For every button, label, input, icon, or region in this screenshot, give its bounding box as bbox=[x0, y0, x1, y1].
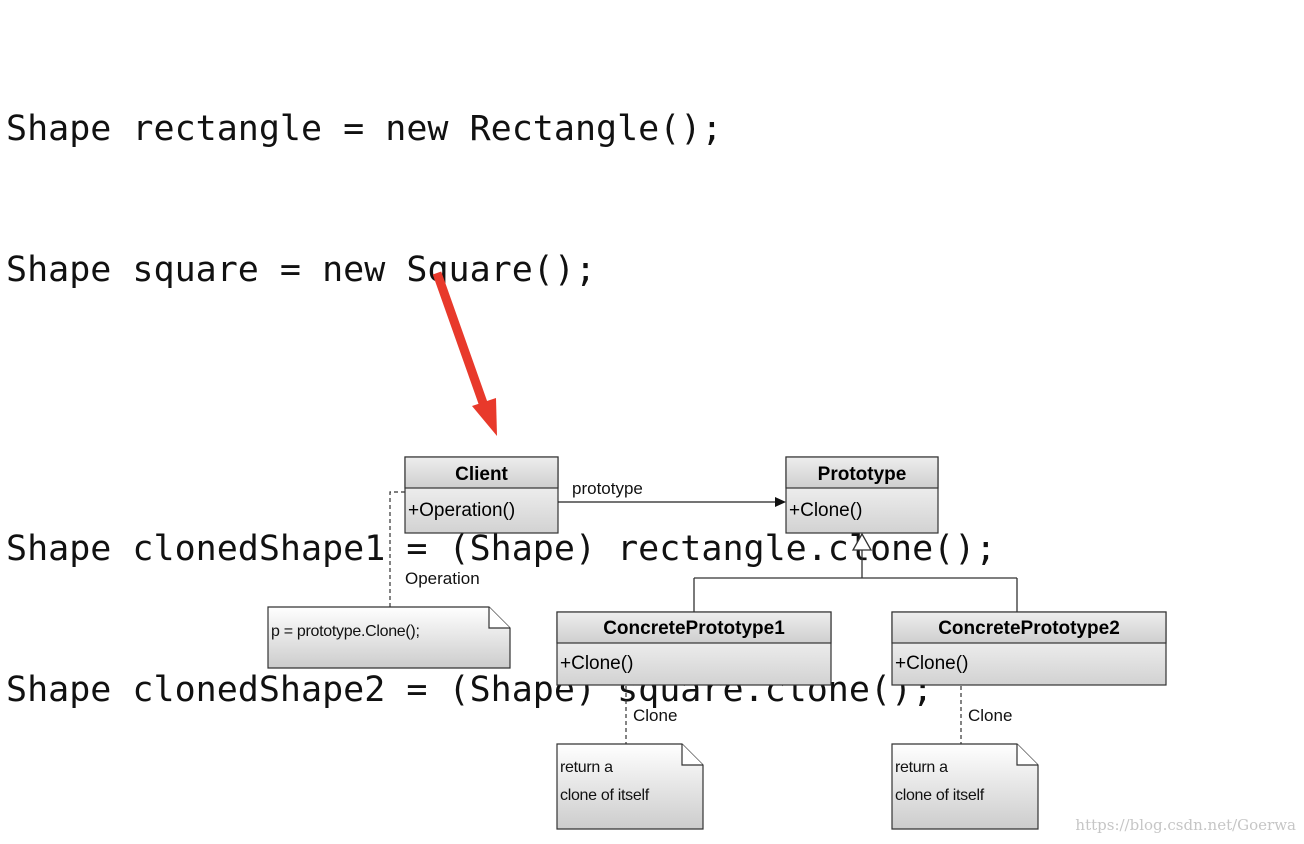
concrete2-note-line: return a bbox=[895, 759, 948, 776]
code-line: Shape square = new Square(); bbox=[6, 250, 597, 290]
concrete-prototype1-clone-method: +Clone() bbox=[560, 653, 633, 674]
prototype-class-title: Prototype bbox=[818, 464, 907, 485]
concrete-prototype2-class: ConcretePrototype2 +Clone() bbox=[891, 611, 1167, 686]
code-line: Shape rectangle = new Rectangle(); bbox=[6, 109, 723, 149]
client-note-connector-label: Operation bbox=[405, 569, 480, 588]
concrete2-clone-connector-label: Clone bbox=[968, 706, 1012, 725]
concrete2-note-line: clone of itself bbox=[895, 787, 985, 804]
prototype-class: Prototype +Clone() bbox=[785, 456, 939, 534]
generalization-arrow bbox=[693, 532, 1018, 612]
client-operation-note: Operation p = prototype.Clone(); bbox=[267, 491, 511, 669]
association-arrow: prototype bbox=[558, 479, 786, 507]
watermark-url: https://blog.csdn.net/Goerwa bbox=[1075, 816, 1296, 834]
concrete-prototype1-class: ConcretePrototype1 +Clone() bbox=[556, 611, 832, 686]
prototype-clone-method: +Clone() bbox=[789, 500, 862, 521]
concrete-prototype1-title: ConcretePrototype1 bbox=[603, 618, 785, 639]
client-note-text: p = prototype.Clone(); bbox=[271, 623, 420, 640]
client-operation-method: +Operation() bbox=[408, 500, 515, 521]
code-line: Shape clonedShape2 = (Shape) square.clon… bbox=[6, 670, 934, 710]
concrete1-clone-note: Clone return a clone of itself bbox=[556, 686, 704, 830]
concrete1-clone-connector-label: Clone bbox=[633, 706, 677, 725]
concrete-prototype2-clone-method: +Clone() bbox=[895, 653, 968, 674]
code-snippet: Shape rectangle = new Rectangle(); Shape… bbox=[6, 12, 996, 761]
concrete-prototype2-title: ConcretePrototype2 bbox=[938, 618, 1120, 639]
concrete2-clone-note: Clone return a clone of itself bbox=[891, 686, 1039, 830]
concrete1-note-line: clone of itself bbox=[560, 787, 650, 804]
concrete1-note-line: return a bbox=[560, 759, 613, 776]
code-line: Shape clonedShape1 = (Shape) rectangle.c… bbox=[6, 529, 997, 569]
client-class-title: Client bbox=[455, 464, 508, 485]
association-label: prototype bbox=[572, 479, 643, 498]
client-class: Client +Operation() bbox=[404, 456, 559, 534]
red-pointer-arrow bbox=[432, 271, 497, 436]
